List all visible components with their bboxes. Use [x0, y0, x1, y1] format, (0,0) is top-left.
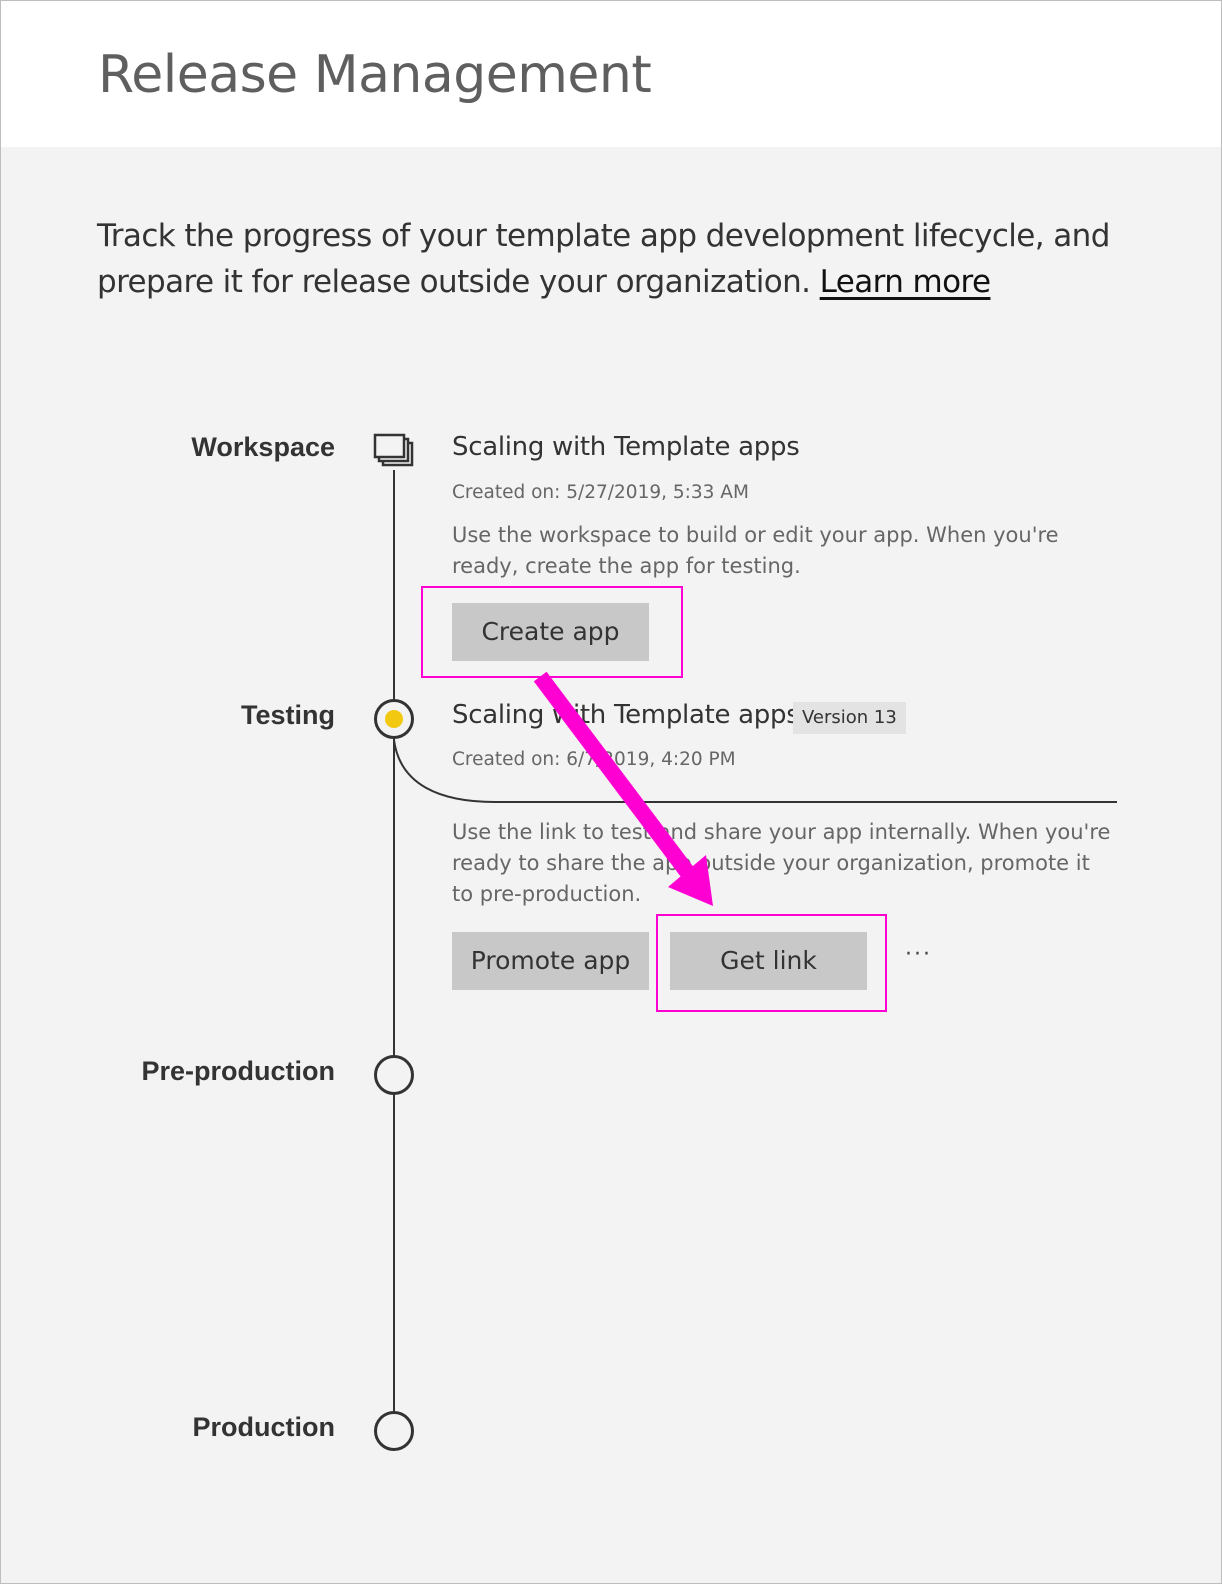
testing-description: Use the link to test and share your app … [452, 820, 1111, 906]
more-options-icon[interactable]: ··· [905, 942, 932, 967]
stage-label-preproduction: Pre-production [141, 1056, 336, 1086]
stage-label-workspace: Workspace [191, 432, 335, 462]
get-link-highlight [656, 914, 887, 1012]
testing-created-date: Created on: 6/7/2019, 4:20 PM [452, 749, 736, 770]
get-link-button[interactable]: Get link [670, 932, 867, 990]
preproduction-stage-node [374, 1055, 414, 1095]
testing-app-name: Scaling with Template apps [452, 700, 800, 730]
promote-app-button[interactable]: Promote app [452, 932, 649, 990]
version-badge: Version 13 [793, 702, 906, 734]
workspace-created-date: Created on: 5/27/2019, 5:33 AM [452, 482, 749, 503]
workspace-icon [373, 433, 415, 469]
intro-paragraph: Track the progress of your template app … [97, 213, 1127, 305]
create-app-button[interactable]: Create app [452, 603, 649, 661]
testing-stage-node [374, 699, 414, 739]
timeline-line [393, 470, 395, 1430]
active-status-dot [385, 710, 403, 728]
production-stage-node [374, 1411, 414, 1451]
stage-label-production: Production [192, 1412, 336, 1442]
page-header: Release Management [1, 1, 1221, 147]
workspace-app-name: Scaling with Template apps [452, 432, 800, 462]
page-title: Release Management [98, 45, 652, 105]
workspace-description: Use the workspace to build or edit your … [452, 523, 1059, 578]
intro-text: Track the progress of your template app … [97, 218, 1110, 300]
stage-label-testing: Testing [241, 700, 335, 730]
create-app-highlight [421, 586, 683, 678]
learn-more-link[interactable]: Learn more [819, 264, 991, 300]
